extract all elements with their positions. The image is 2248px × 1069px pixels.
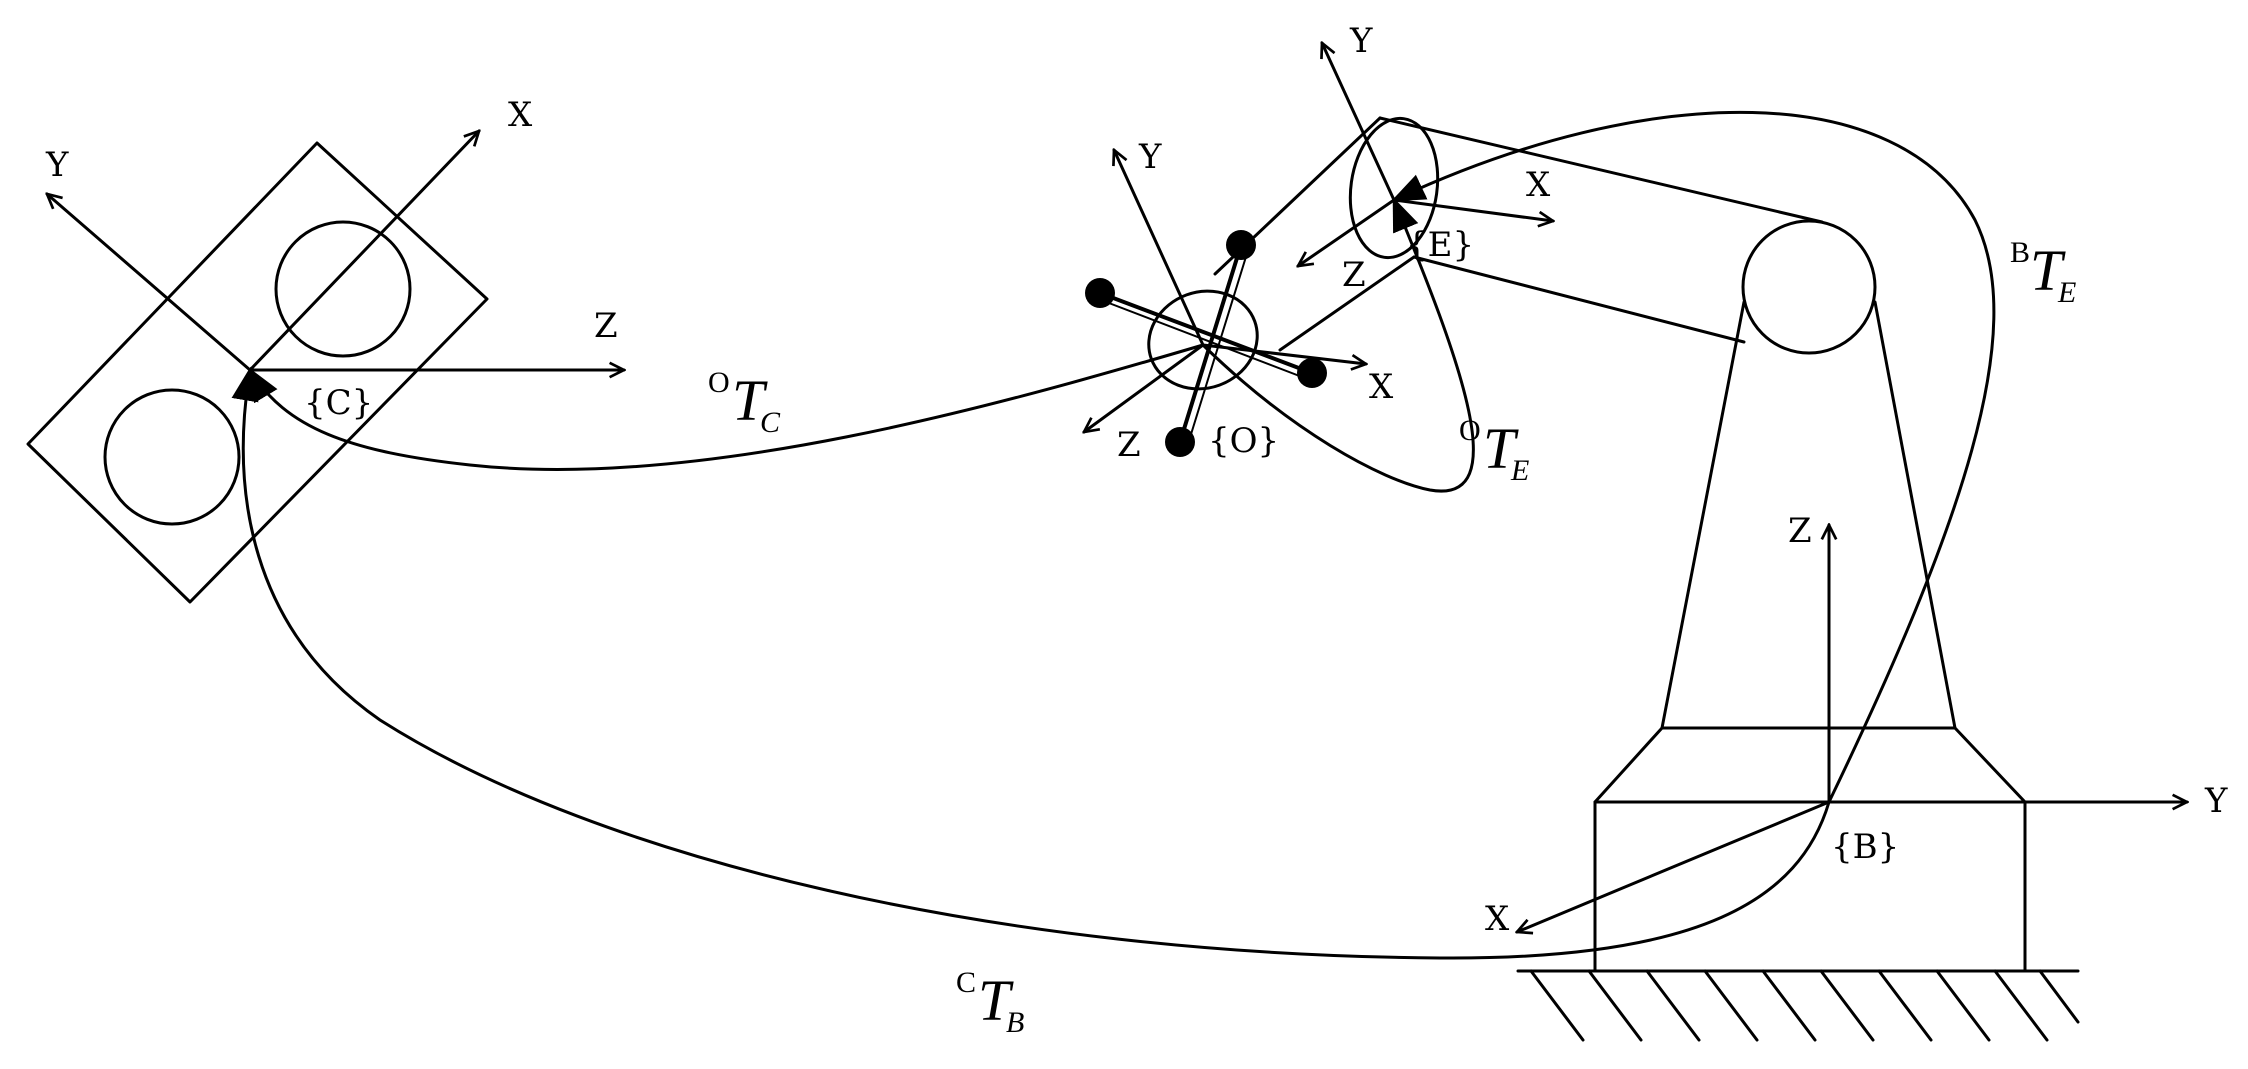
label-o-t-c-main: T [732, 368, 768, 433]
label-c-t-b-main: T [978, 968, 1014, 1033]
arm-upper-link-top [1378, 116, 1824, 224]
camera-lens-lower [103, 388, 241, 526]
effector-frame-label: {E} [1406, 225, 1474, 265]
object-ball-bottom [1165, 427, 1195, 457]
label-c-t-b: C T B [956, 966, 1024, 1039]
label-b-t-e-sup: B [2010, 236, 2030, 269]
label-o-t-e-sup: O [1459, 414, 1481, 447]
effector-z-axis [1298, 198, 1396, 266]
object-rod-2 [1178, 243, 1243, 444]
camera-y-axis [47, 194, 252, 372]
object-rod-1b [1100, 299, 1311, 381]
object-ball-top [1226, 230, 1256, 260]
object-x-label: X [1369, 367, 1394, 407]
base-y-label: Y [2204, 781, 2228, 821]
camera-y-label: Y [45, 145, 69, 185]
effector-x-axis [1392, 198, 1553, 221]
object-z-label: Z [1117, 425, 1141, 465]
object-x-axis [1201, 343, 1366, 364]
ground-hatching [1529, 969, 2080, 1042]
label-o-t-e-main: T [1483, 416, 1519, 481]
base-z-label: Z [1788, 511, 1812, 551]
arm-vertical-link-left [1660, 300, 1746, 730]
camera-z-label: Z [594, 306, 618, 346]
curve-o-t-c [248, 343, 1205, 471]
label-c-t-b-sub: B [1006, 1006, 1024, 1039]
transform-curves [231, 110, 1996, 960]
camera-frame-label: {C} [304, 383, 373, 423]
object-rod-1 [1098, 291, 1314, 375]
base-frame-label: {B} [1831, 827, 1899, 867]
camera-x-label: X [508, 95, 533, 135]
robot-arm [1213, 116, 2080, 1042]
label-o-t-e: O T E [1459, 414, 1529, 487]
label-b-t-e: B T E [2010, 236, 2076, 309]
label-o-t-c-sup: O [708, 366, 730, 399]
curve-c-t-b [231, 366, 1831, 960]
object-group: Y X Z {O} [1084, 137, 1394, 465]
arm-elbow-joint [1741, 219, 1877, 355]
label-o-t-c-sub: C [760, 406, 781, 439]
camera-x-axis [248, 131, 479, 372]
object-frame-label: {O} [1208, 421, 1279, 461]
arm-upper-link-bottom [1412, 255, 1746, 344]
camera-group: X Y Z {C} [26, 95, 624, 604]
base-frame-group: Z Y X {B} [1485, 511, 2228, 939]
label-b-t-e-main: T [2030, 238, 2066, 303]
effector-z-label: Z [1342, 255, 1366, 295]
curve-b-t-e [1390, 110, 1996, 804]
camera-lens-upper [274, 220, 412, 358]
object-ball-left [1085, 278, 1115, 308]
effector-y-axis [1322, 43, 1396, 202]
arm-wrist-joint [1348, 116, 1440, 260]
effector-x-label: X [1526, 165, 1551, 205]
curve-o-t-e [1201, 196, 1475, 493]
label-o-t-e-sub: E [1510, 454, 1529, 487]
effector-y-label: Y [1349, 21, 1373, 61]
object-z-axis [1084, 343, 1205, 432]
arm-base-shoulder [1593, 726, 2027, 804]
label-c-t-b-sup: C [956, 966, 976, 999]
base-x-label: X [1485, 899, 1510, 939]
label-o-t-c: O T C [708, 366, 781, 439]
object-y-axis [1114, 150, 1205, 347]
arm-base-block [1593, 800, 2027, 973]
arm-forearm-bottom [1278, 255, 1416, 352]
arm-forearm-top [1213, 116, 1382, 276]
end-effector-group: Y X Z {E} [1298, 21, 1553, 295]
label-b-t-e-sub: E [2057, 276, 2076, 309]
camera-body [26, 141, 489, 604]
base-x-axis [1517, 800, 1831, 932]
object-ball-right [1297, 358, 1327, 388]
arm-vertical-link-right [1873, 300, 1957, 730]
object-y-label: Y [1138, 137, 1162, 177]
